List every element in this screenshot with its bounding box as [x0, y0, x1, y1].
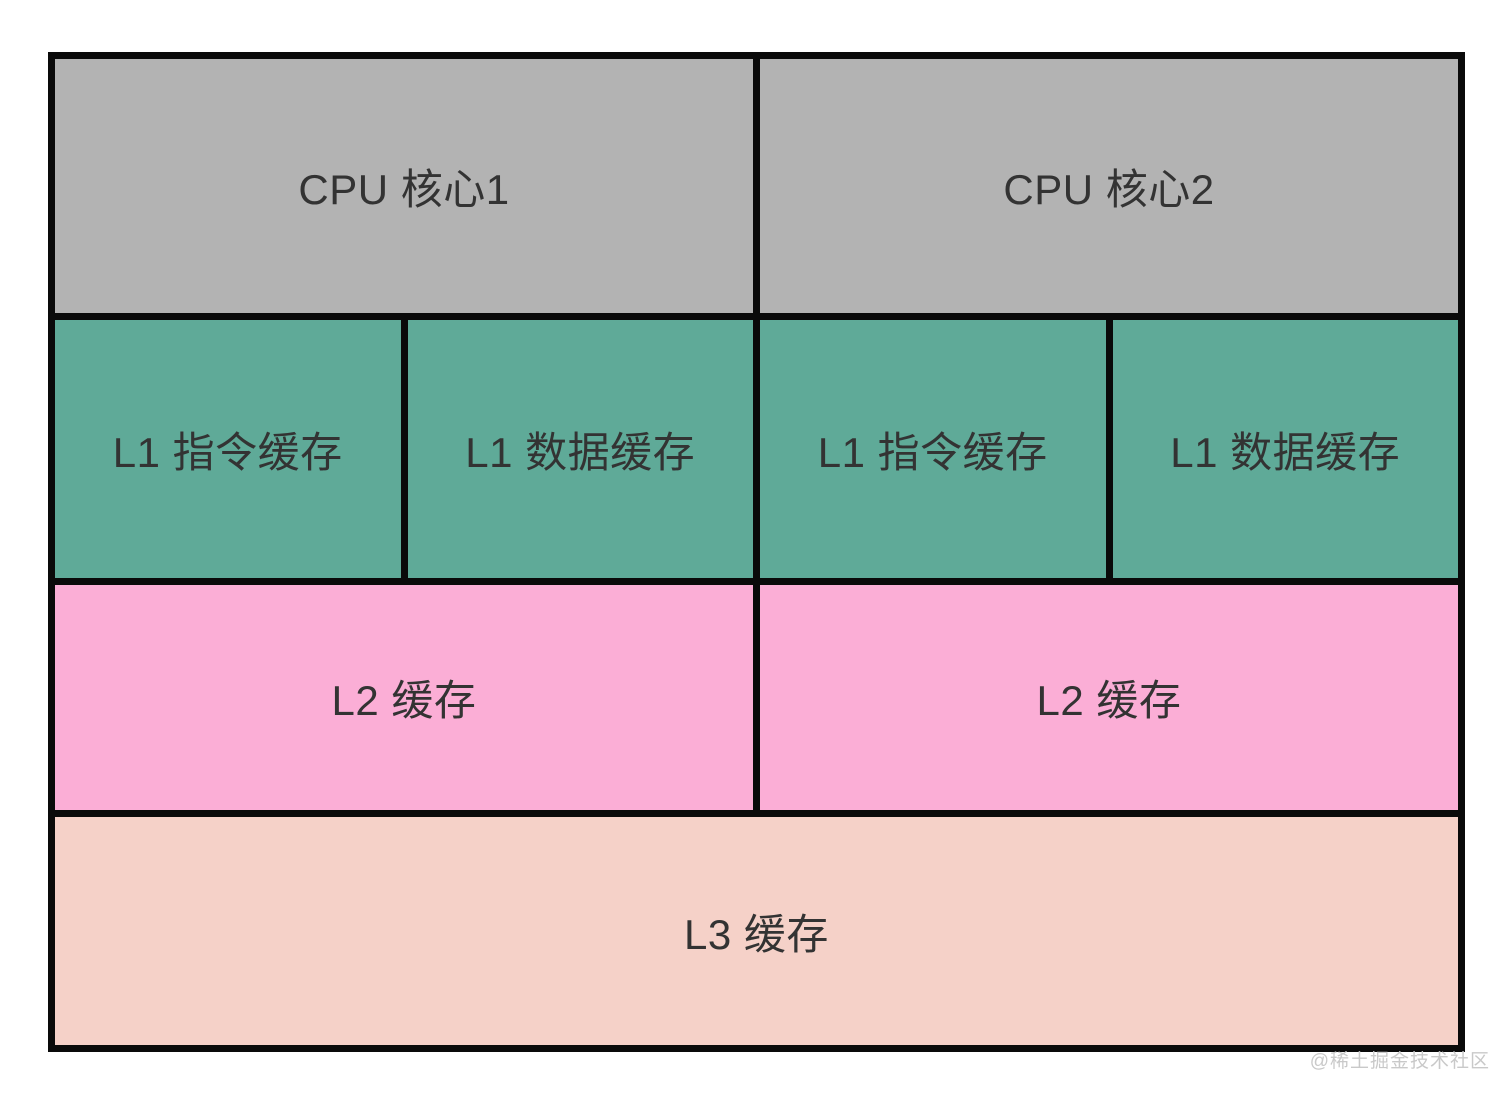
watermark: @稀土掘金技术社区	[1309, 1051, 1490, 1072]
l1-instruction-cache-core1-label: L1 指令缓存	[112, 428, 343, 476]
l1-instruction-cache-core2-label: L1 指令缓存	[817, 428, 1048, 476]
l1-data-cache-core1-label: L1 数据缓存	[465, 428, 696, 476]
l2-cache-core2-box: L2 缓存	[760, 585, 1458, 810]
cpu-core-1-box: CPU 核心1	[55, 59, 753, 313]
cpu-cache-hierarchy-diagram: CPU 核心1 CPU 核心2 L1 指令缓存 L1 数据缓存 L1 指令缓存 …	[48, 52, 1465, 1052]
l2-cache-core1-label: L2 缓存	[331, 677, 477, 724]
l1-instruction-cache-core2-box: L1 指令缓存	[760, 320, 1106, 578]
l3-cache-box: L3 缓存	[55, 817, 1458, 1045]
cpu-core-2-label: CPU 核心2	[1003, 165, 1215, 213]
l3-cache-label: L3 缓存	[684, 910, 829, 958]
l1-instruction-cache-core1-box: L1 指令缓存	[55, 320, 401, 578]
l1-data-cache-core2-label: L1 数据缓存	[1170, 428, 1401, 476]
cpu-core-2-box: CPU 核心2	[760, 59, 1458, 313]
l2-cache-core1-box: L2 缓存	[55, 585, 753, 810]
cpu-core-1-label: CPU 核心1	[298, 165, 510, 213]
l1-data-cache-core1-box: L1 数据缓存	[407, 320, 753, 578]
l1-data-cache-core2-box: L1 数据缓存	[1112, 320, 1458, 578]
l2-cache-core2-label: L2 缓存	[1036, 677, 1182, 724]
